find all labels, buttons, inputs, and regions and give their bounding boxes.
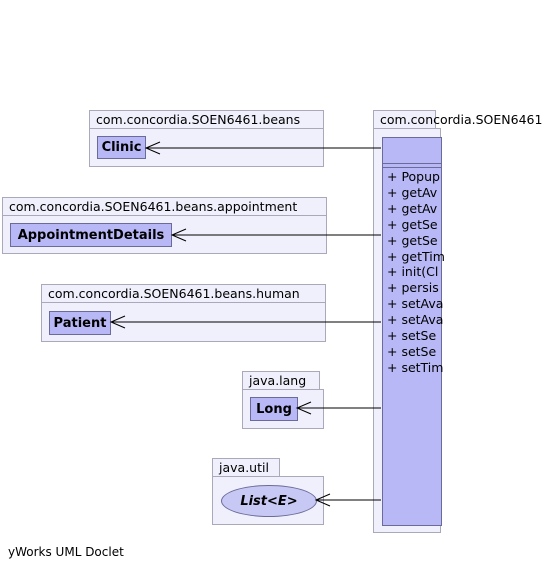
member-0: + Popup — [387, 169, 440, 184]
package-human-name: com.concordia.SOEN6461.beans.human — [41, 284, 326, 302]
member-8: + setAva — [387, 296, 444, 312]
class-long[interactable]: Long — [250, 397, 298, 421]
package-main-name: com.concordia.SOEN6461 — [373, 110, 542, 128]
class-main-divider-2 — [383, 167, 441, 168]
class-main[interactable]: + Popup + getAv + getAv + getSe + getSe … — [382, 137, 445, 526]
member-7: + persis — [387, 280, 439, 296]
package-main-body: + Popup + getAv + getAv + getSe + getSe … — [373, 128, 445, 533]
package-java-lang-body: Long — [242, 389, 324, 429]
class-clinic[interactable]: Clinic — [97, 136, 146, 159]
dependency-arrows — [109, 141, 381, 507]
member-1: + getAv — [387, 184, 438, 200]
package-java-lang-name: java.lang — [242, 371, 320, 389]
arrow-to-list — [314, 493, 381, 507]
footer-credit: yWorks UML Doclet — [8, 545, 124, 559]
package-beans-name: com.concordia.SOEN6461.beans — [89, 110, 324, 128]
package-appointment-name: com.concordia.SOEN6461.beans.appointment — [2, 197, 327, 215]
package-java-util-name: java.util — [212, 458, 280, 476]
class-appointment-details[interactable]: AppointmentDetails — [10, 223, 172, 247]
arrow-to-clinic — [144, 141, 381, 155]
member-11: + setSe — [387, 343, 437, 359]
arrow-to-appointment-details — [170, 228, 381, 242]
package-java-util-body: List<E> — [212, 476, 324, 525]
member-9: + setAva — [387, 312, 444, 328]
member-3: + getSe — [387, 216, 438, 232]
member-6: + init(Cl — [387, 264, 439, 280]
member-5: + getTim — [387, 248, 445, 264]
member-10: + setSe — [387, 328, 437, 344]
class-patient[interactable]: Patient — [49, 311, 111, 335]
class-main-members: + Popup + getAv + getAv + getSe + getSe … — [387, 169, 445, 376]
interface-list[interactable]: List<E> — [221, 485, 317, 517]
class-main-divider — [383, 163, 441, 164]
arrow-to-long — [295, 401, 381, 415]
member-12: + setTim — [387, 359, 444, 375]
arrow-to-patient — [109, 315, 381, 329]
member-4: + getSe — [387, 232, 438, 248]
member-2: + getAv — [387, 200, 438, 216]
